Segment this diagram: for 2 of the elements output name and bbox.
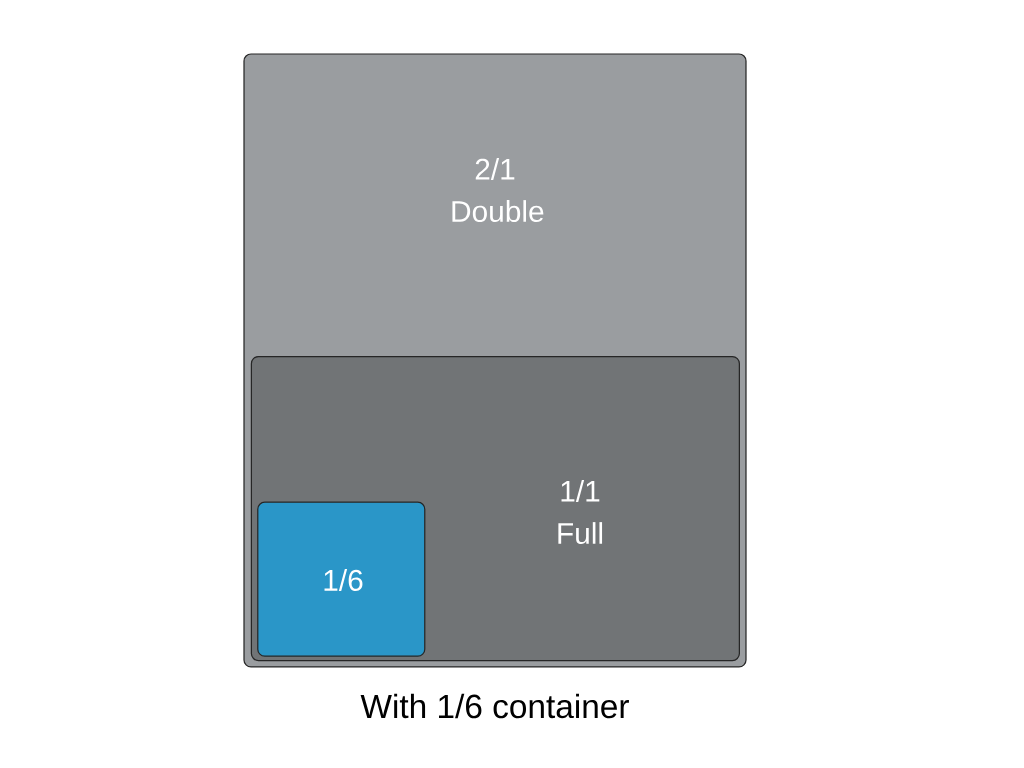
- caption: With 1/6 container: [360, 693, 629, 719]
- tray-box: 1/6: [257, 501, 426, 657]
